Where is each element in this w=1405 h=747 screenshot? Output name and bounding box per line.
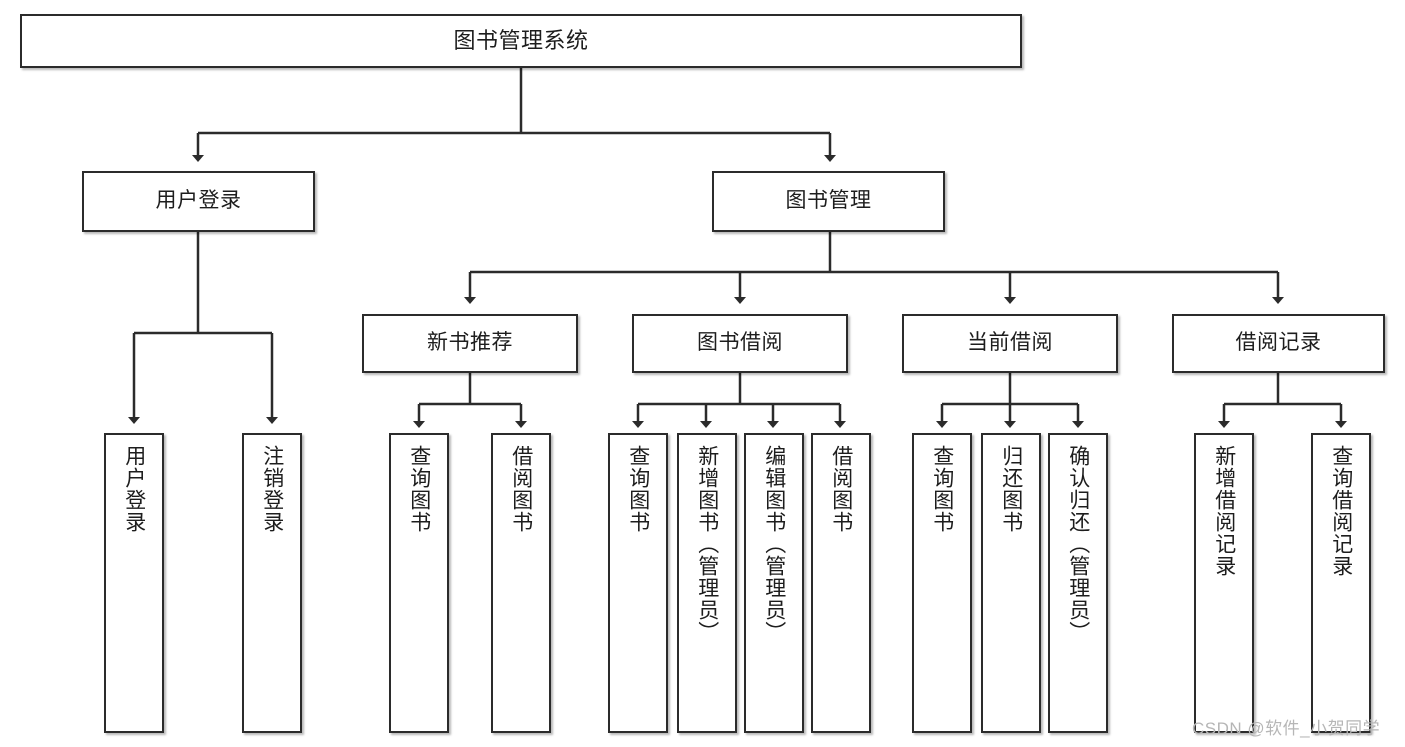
node-label: 当前借阅: [967, 331, 1053, 355]
node-label: 借阅记录: [1235, 331, 1322, 355]
node-label: 编辑图书（管理员）: [762, 445, 786, 643]
node-new-book-recommend[interactable]: 新书推荐: [362, 314, 578, 373]
node-label: 图书管理系统: [453, 28, 589, 54]
leaf-current-borrow-query-book[interactable]: 查询图书: [912, 433, 972, 733]
leaf-book-borrow-add-book-admin[interactable]: 新增图书（管理员）: [677, 433, 737, 733]
leaf-new-book-borrow-book[interactable]: 借阅图书: [491, 433, 551, 733]
node-label: 借阅图书: [829, 445, 853, 533]
node-label: 用户登录: [155, 189, 242, 213]
leaf-borrow-record-add-record[interactable]: 新增借阅记录: [1194, 433, 1254, 733]
leaf-new-book-query-book[interactable]: 查询图书: [389, 433, 449, 733]
leaf-book-borrow-query-book[interactable]: 查询图书: [608, 433, 668, 733]
node-label: 新书推荐: [427, 331, 513, 355]
leaf-current-borrow-confirm-return-admin[interactable]: 确认归还（管理员）: [1048, 433, 1108, 733]
node-label: 用户登录: [122, 445, 146, 533]
node-root-book-management-system[interactable]: 图书管理系统: [20, 14, 1022, 68]
node-label: 归还图书: [999, 445, 1023, 533]
csdn-watermark: CSDN @软件_小贺同学: [1192, 719, 1381, 738]
leaf-user-login-logout[interactable]: 注销登录: [242, 433, 302, 733]
node-current-borrow[interactable]: 当前借阅: [902, 314, 1118, 373]
leaf-book-borrow-borrow-book[interactable]: 借阅图书: [811, 433, 871, 733]
leaf-book-borrow-edit-book-admin[interactable]: 编辑图书（管理员）: [744, 433, 804, 733]
node-label: 查询借阅记录: [1329, 445, 1353, 577]
node-label: 新增图书（管理员）: [695, 445, 719, 643]
node-label: 确认归还（管理员）: [1066, 445, 1090, 643]
node-label: 新增借阅记录: [1212, 445, 1236, 577]
node-label: 查询图书: [407, 445, 431, 533]
node-borrow-record[interactable]: 借阅记录: [1172, 314, 1385, 373]
leaf-user-login-login[interactable]: 用户登录: [104, 433, 164, 733]
node-label: 注销登录: [260, 445, 284, 533]
leaf-current-borrow-return-book[interactable]: 归还图书: [981, 433, 1041, 733]
node-book-borrow[interactable]: 图书借阅: [632, 314, 848, 373]
node-book-management[interactable]: 图书管理: [712, 171, 945, 232]
leaf-borrow-record-query-record[interactable]: 查询借阅记录: [1311, 433, 1371, 733]
node-label: 查询图书: [930, 445, 954, 533]
node-user-login[interactable]: 用户登录: [82, 171, 315, 232]
node-label: 图书借阅: [697, 331, 783, 355]
node-label: 借阅图书: [509, 445, 533, 533]
node-label: 图书管理: [785, 189, 872, 213]
node-label: 查询图书: [626, 445, 650, 533]
